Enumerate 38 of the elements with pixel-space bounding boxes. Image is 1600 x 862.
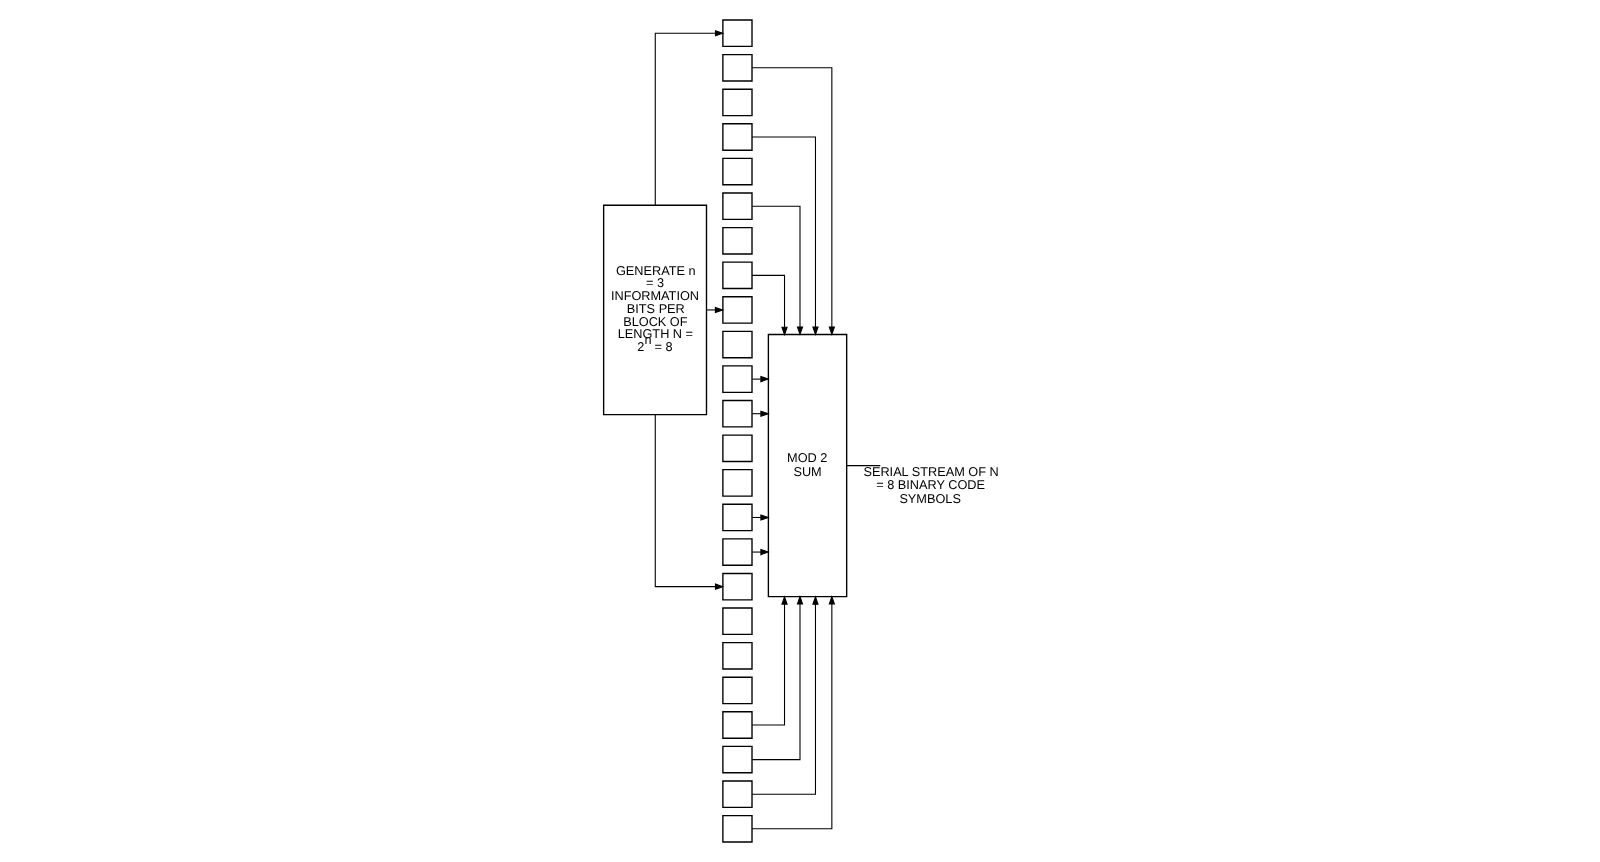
- connector: [846, 465, 881, 467]
- arrow: [654, 414, 725, 590]
- node-box: [722, 19, 753, 48]
- node-box: [722, 641, 753, 670]
- node-box: [722, 676, 753, 705]
- arrow: [751, 274, 788, 337]
- node-box: [722, 607, 753, 636]
- node-box: [722, 399, 753, 428]
- arrow: [751, 548, 770, 556]
- node-box: [722, 503, 753, 532]
- node-box: [722, 538, 753, 566]
- node-box: [722, 226, 753, 255]
- node-box: [722, 434, 753, 463]
- node-box: [722, 88, 753, 117]
- node-box: [722, 123, 753, 151]
- arrow: [751, 595, 788, 726]
- node-box: [722, 261, 753, 290]
- arrow: [654, 29, 725, 206]
- node-box: [722, 53, 753, 82]
- node-box: [722, 192, 753, 221]
- node-box: [722, 157, 753, 186]
- arrow: [751, 205, 804, 336]
- arrow: [751, 595, 836, 830]
- node-box: [722, 469, 753, 497]
- arrow: [751, 67, 836, 336]
- node-box: [722, 296, 753, 324]
- node-box: [722, 330, 753, 359]
- node-box: [722, 365, 753, 393]
- arrow: [751, 375, 770, 383]
- arrow: [751, 595, 819, 795]
- arrow: [706, 306, 725, 314]
- node-box: [722, 814, 753, 843]
- node-box: [722, 711, 753, 739]
- arrow: [751, 136, 819, 336]
- node-box: [722, 780, 753, 809]
- arrow: [751, 595, 804, 761]
- node-box: [722, 745, 753, 774]
- node-box: [722, 572, 753, 601]
